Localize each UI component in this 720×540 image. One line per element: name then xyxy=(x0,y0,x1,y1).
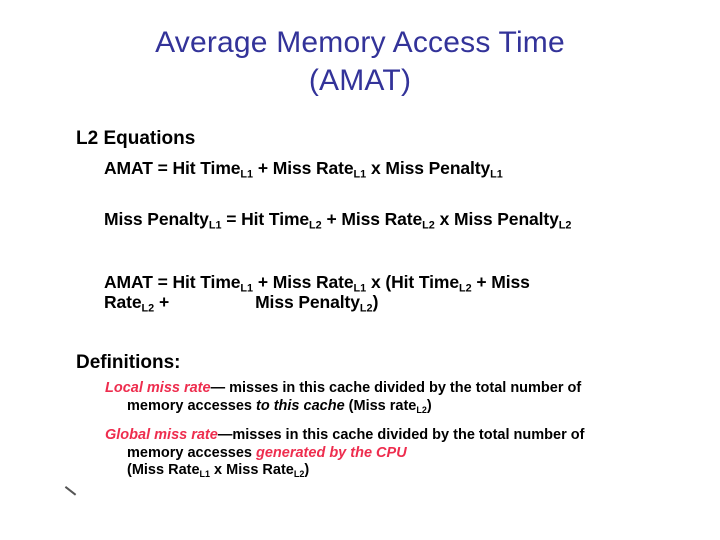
equation-3-part-1: AMAT = Hit Time xyxy=(104,272,241,292)
definition-global-text-1: —misses in this cache divided by the tot… xyxy=(217,427,585,443)
definition-global-sub-2: L2 xyxy=(293,468,305,479)
equation-3-part-2: + Miss Rate xyxy=(253,272,354,292)
definition-global-text-3: (Miss Rate xyxy=(127,462,200,478)
definition-global-line-1: Global miss rate—misses in this cache di… xyxy=(105,427,705,445)
definition-local-text-4: ) xyxy=(426,397,432,414)
equation-3-part-4: + Miss xyxy=(471,272,530,292)
equation-3-sub-1: L1 xyxy=(240,282,254,295)
definition-local-term: Local miss rate xyxy=(105,380,211,396)
equation-3-sub-5: L2 xyxy=(359,302,373,315)
equation-1: AMAT = Hit TimeL1 + Miss RateL1 x Miss P… xyxy=(104,158,503,180)
equation-2-sub-2: L2 xyxy=(309,219,322,232)
equation-2-part-4: x Miss Penalty xyxy=(434,209,559,229)
definition-local-text-3: (Miss rate xyxy=(344,397,417,414)
stray-pen-mark xyxy=(64,486,78,498)
definition-local-text-2: memory accesses xyxy=(127,397,256,414)
equation-3-part-7: Miss Penalty xyxy=(255,292,360,312)
page-title-line-1: Average Memory Access Time xyxy=(155,26,565,59)
equation-2-sub-1: L1 xyxy=(208,219,222,232)
equation-1-sub-2: L1 xyxy=(353,168,367,181)
equation-2-part-3: + Miss Rate xyxy=(321,209,423,229)
page-title-line-2: (AMAT) xyxy=(308,64,412,97)
definition-local-miss-rate: Local miss rate— misses in this cache di… xyxy=(105,380,705,419)
definition-local-text-1: — misses in this cache divided by the to… xyxy=(210,380,582,396)
definition-local-line-1: Local miss rate— misses in this cache di… xyxy=(105,380,705,398)
definition-global-miss-rate: Global miss rate—misses in this cache di… xyxy=(105,427,705,483)
equation-2-sub-4: L2 xyxy=(558,219,572,232)
definition-global-text-5: ) xyxy=(304,462,310,478)
equation-3-part-3: x (Hit Time xyxy=(366,272,459,292)
equation-3-part-6: + xyxy=(154,292,170,312)
definition-global-line-2: memory accesses generated by the CPU xyxy=(105,445,705,463)
equation-1-part-1: AMAT = Hit Time xyxy=(104,158,241,178)
equation-3-part-8: ) xyxy=(372,292,379,312)
definition-global-term: Global miss rate xyxy=(105,427,218,443)
equation-1-sub-3: L1 xyxy=(490,168,503,181)
equation-1-part-2: + Miss Rate xyxy=(253,158,354,178)
equation-2: Miss PenaltyL1 = Hit TimeL2 + Miss RateL… xyxy=(104,209,571,231)
equation-1-sub-1: L1 xyxy=(240,168,254,181)
equation-2-part-2: = Hit Time xyxy=(221,209,310,229)
definition-local-sub: L2 xyxy=(416,404,427,415)
equation-3-sub-4: L2 xyxy=(141,302,155,315)
definition-global-text-2: memory accesses xyxy=(127,444,256,461)
equation-3-sub-2: L1 xyxy=(353,282,367,295)
equation-3-line-2: RateL2 +Miss PenaltyL2) xyxy=(104,292,378,314)
equation-1-part-3: x Miss Penalty xyxy=(366,158,491,178)
definition-local-line-2: memory accesses to this cache (Miss rate… xyxy=(105,398,705,419)
definition-global-text-4: x Miss Rate xyxy=(210,462,294,478)
equation-2-part-1: Miss Penalty xyxy=(104,209,209,229)
equation-2-sub-3: L2 xyxy=(422,219,435,232)
definition-global-line-3: (Miss RateL1 x Miss RateL2) xyxy=(105,462,705,483)
equation-3-line-1: AMAT = Hit TimeL1 + Miss RateL1 x (Hit T… xyxy=(104,272,530,294)
equation-3-part-5: Rate xyxy=(104,292,142,312)
equations-heading: L2 Equations xyxy=(76,128,196,149)
definition-global-emphasis: generated by the CPU xyxy=(256,444,407,461)
page-title: Average Memory Access Time (AMAT) xyxy=(0,24,720,100)
equation-3-sub-3: L2 xyxy=(459,282,472,295)
definition-global-sub-1: L1 xyxy=(199,468,211,479)
definitions-heading: Definitions: xyxy=(76,352,181,373)
definition-local-emphasis: to this cache xyxy=(256,397,345,414)
